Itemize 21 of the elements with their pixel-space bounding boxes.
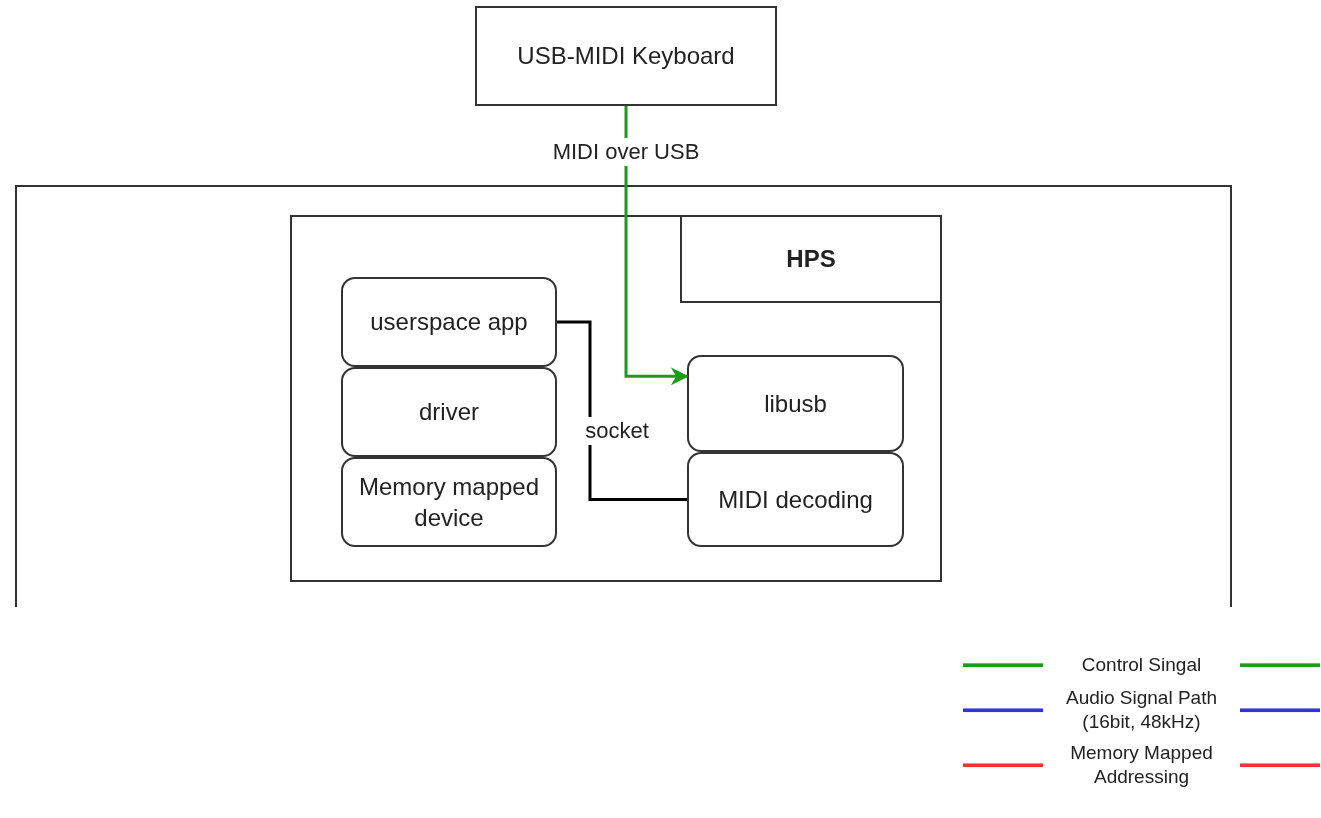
node-label: MIDI decoding bbox=[717, 484, 874, 515]
software-layer-box bbox=[341, 277, 557, 367]
node-label: userspace app bbox=[369, 307, 529, 338]
library-box bbox=[687, 355, 904, 452]
legend-label: Audio Signal Path (16bit, 48kHz) bbox=[1064, 686, 1219, 734]
node-label: libusb bbox=[763, 388, 828, 419]
device-box bbox=[475, 6, 777, 106]
arrow bbox=[624, 106, 689, 386]
processor-box bbox=[290, 215, 942, 582]
legend-label: Memory Mapped Addressing bbox=[1069, 741, 1214, 789]
software-layer-box bbox=[341, 367, 557, 457]
heading-label: HPS bbox=[680, 215, 942, 303]
node-label: USB-MIDI Keyboard bbox=[516, 41, 736, 72]
software-layer-box bbox=[341, 457, 557, 547]
connector-line bbox=[557, 320, 687, 501]
process-box bbox=[687, 452, 904, 547]
node-label: Memory mapped device bbox=[357, 471, 541, 533]
legend-label: Control Singal bbox=[1080, 653, 1203, 677]
node-label: driver bbox=[418, 397, 480, 428]
board-outline bbox=[15, 185, 1232, 607]
edge-label: socket bbox=[582, 416, 652, 445]
